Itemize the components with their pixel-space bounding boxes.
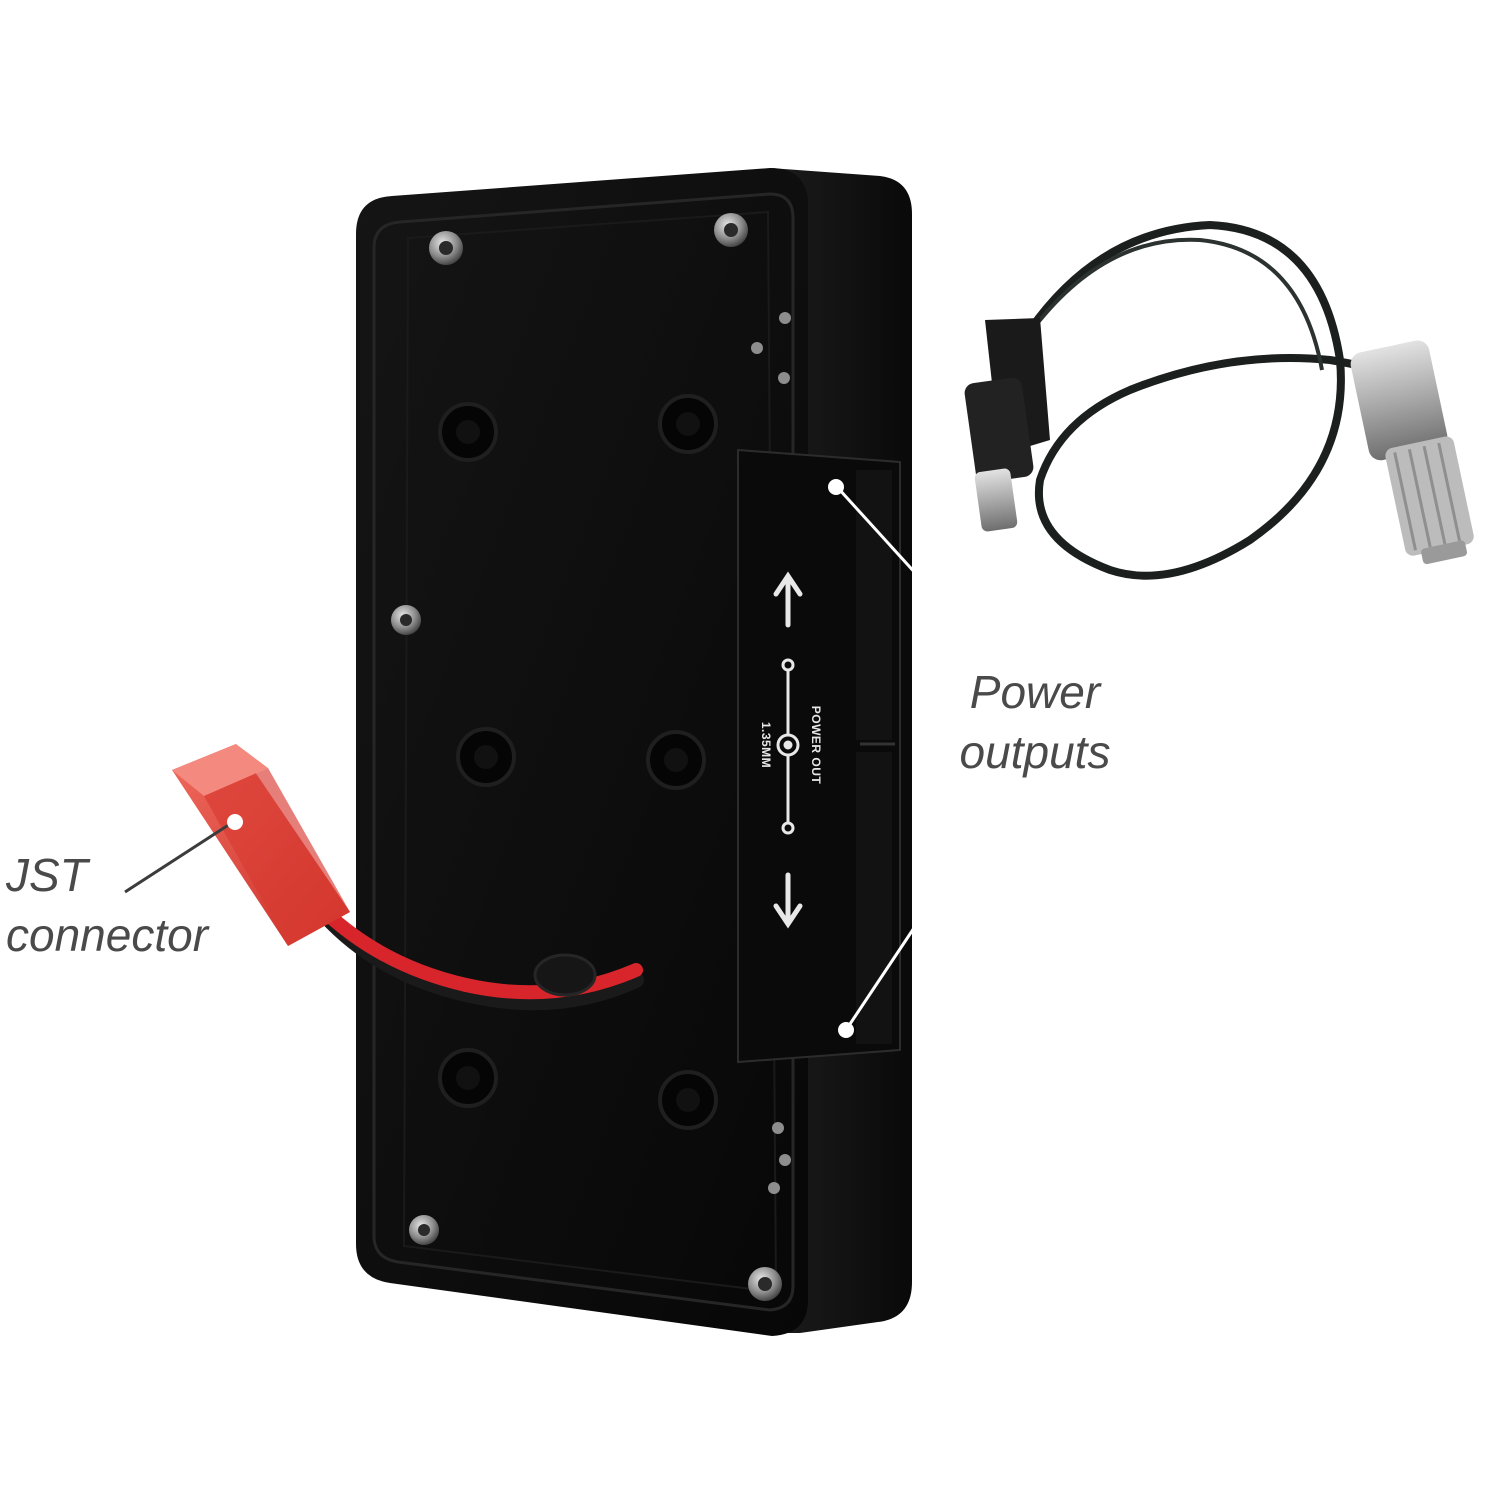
mounting-slot-icon (646, 730, 706, 790)
callout-power-top (828, 479, 920, 578)
mounting-slot-icon (658, 394, 718, 454)
callout-power-bottom (838, 921, 920, 1038)
screw-icon (429, 231, 463, 265)
arrow-up-icon (773, 571, 803, 628)
power-outputs-label: Power outputs (959, 666, 1111, 778)
mounting-slot-icon (456, 727, 516, 787)
contact-pins (751, 312, 791, 1194)
jst-wire (311, 898, 644, 1011)
mounting-slot-icon (658, 1070, 718, 1130)
mounting-slot-icon (438, 1048, 498, 1108)
port-label-power-out: POWER OUT (809, 706, 823, 785)
screw-icon (409, 1215, 439, 1245)
screw-icon (748, 1267, 782, 1301)
polarity-symbol-icon (776, 658, 800, 835)
power-cable (964, 220, 1474, 580)
screw-icon (714, 213, 748, 247)
power-out-panel: POWER OUT 1.35MM (737, 448, 901, 1064)
port-label-size: 1.35MM (759, 722, 773, 768)
arrow-down-icon (773, 872, 803, 929)
jst-connector-label: JST connector (6, 849, 209, 961)
screw-icon (391, 605, 421, 635)
mounting-slot-icon (438, 402, 498, 462)
push-pull-connector (1350, 340, 1474, 565)
dc-barrel-plug (964, 318, 1050, 532)
callout-jst (124, 814, 243, 894)
jst-connector (172, 744, 350, 946)
